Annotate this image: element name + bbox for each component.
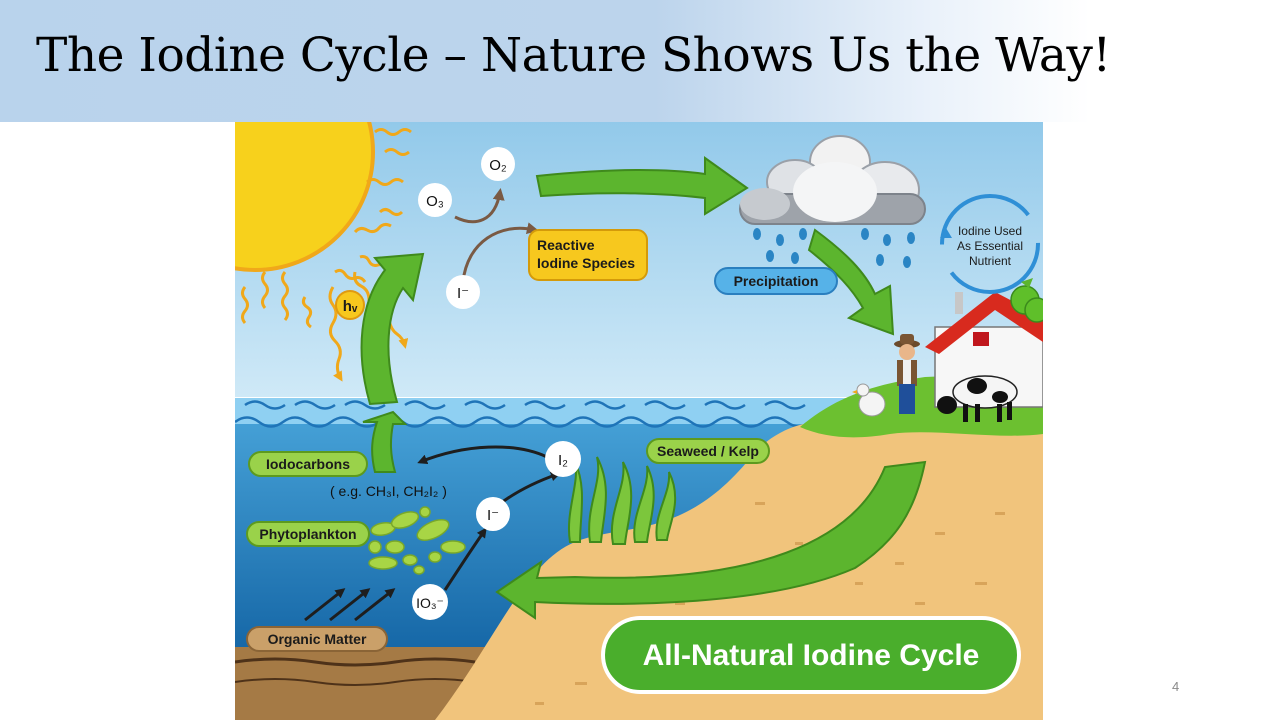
cycle-banner: All-Natural Iodine Cycle: [601, 616, 1021, 694]
svg-text:Precipitation: Precipitation: [734, 273, 819, 289]
tree: [1010, 285, 1043, 323]
seaweed-kelp-label: Seaweed / Kelp: [646, 438, 770, 464]
svg-text:Reactive: Reactive: [537, 237, 595, 253]
organic-matter-arrows: [304, 588, 396, 622]
organic-matter-label: Organic Matter: [246, 626, 388, 652]
molecule-i2: I₂: [545, 441, 581, 477]
farmer: [894, 334, 920, 414]
molecule-iodide-atmosphere: I⁻: [446, 275, 480, 309]
iodocarbons-label: Iodocarbons: [248, 451, 368, 477]
essential-nutrient-badge: Iodine Used As Essential Nutrient: [940, 194, 1040, 294]
sea-floor: [235, 647, 505, 720]
svg-text:O₃: O₃: [426, 193, 444, 210]
iodide-to-reactive-arrow: [461, 222, 539, 283]
svg-text:Nutrient: Nutrient: [969, 254, 1012, 268]
o3-to-o2-arrow: [454, 188, 505, 224]
slide-number: 4: [1172, 679, 1180, 694]
title-band: [0, 0, 1090, 122]
rain-drops: [753, 228, 915, 268]
cloud: [739, 135, 926, 225]
svg-text:IO₃⁻: IO₃⁻: [416, 595, 444, 611]
waves: [235, 400, 836, 428]
phytoplankton-cells: [368, 506, 466, 575]
svg-text:Seaweed / Kelp: Seaweed / Kelp: [657, 443, 759, 459]
svg-text:Iodine Used: Iodine Used: [958, 224, 1022, 238]
molecule-iodate: IO₃⁻: [412, 584, 448, 620]
seaweed: [568, 456, 677, 545]
iodine-cycle-diagram: hᵥ: [235, 122, 1043, 720]
svg-text:Organic Matter: Organic Matter: [268, 631, 367, 647]
iodocarbons-example: ( e.g. CH₃I, CH₂I₂ ): [330, 483, 447, 499]
ocean-up-arrow: [362, 410, 408, 473]
chicken: [852, 383, 886, 417]
svg-text:All-Natural Iodine Cycle: All-Natural Iodine Cycle: [643, 639, 980, 672]
slide-title: The Iodine Cycle – Nature Shows Us the W…: [36, 28, 1111, 83]
svg-text:Iodocarbons: Iodocarbons: [266, 456, 350, 472]
svg-text:Phytoplankton: Phytoplankton: [259, 526, 356, 542]
photon-label: hᵥ: [335, 290, 365, 320]
reactive-iodine-label: Reactive Iodine Species: [528, 229, 648, 281]
phytoplankton-label: Phytoplankton: [246, 521, 370, 547]
svg-text:O₂: O₂: [489, 157, 507, 174]
svg-text:Iodine Species: Iodine Species: [537, 255, 635, 271]
molecule-iodide-sea: I⁻: [476, 497, 510, 531]
iodate-to-iodide-arrow: [443, 527, 487, 591]
molecule-o3: O₃: [418, 183, 452, 217]
svg-text:hᵥ: hᵥ: [343, 298, 358, 315]
green-arrows: [360, 156, 927, 620]
svg-text:As Essential: As Essential: [957, 239, 1023, 253]
molecule-o2: O₂: [481, 147, 515, 181]
i2-to-iodocarbons-arrow: [417, 445, 548, 465]
cow: [937, 375, 1018, 422]
precipitation-label: Precipitation: [714, 267, 838, 295]
svg-text:I⁻: I⁻: [457, 285, 469, 302]
svg-text:I⁻: I⁻: [487, 507, 499, 524]
svg-text:I₂: I₂: [558, 452, 568, 469]
